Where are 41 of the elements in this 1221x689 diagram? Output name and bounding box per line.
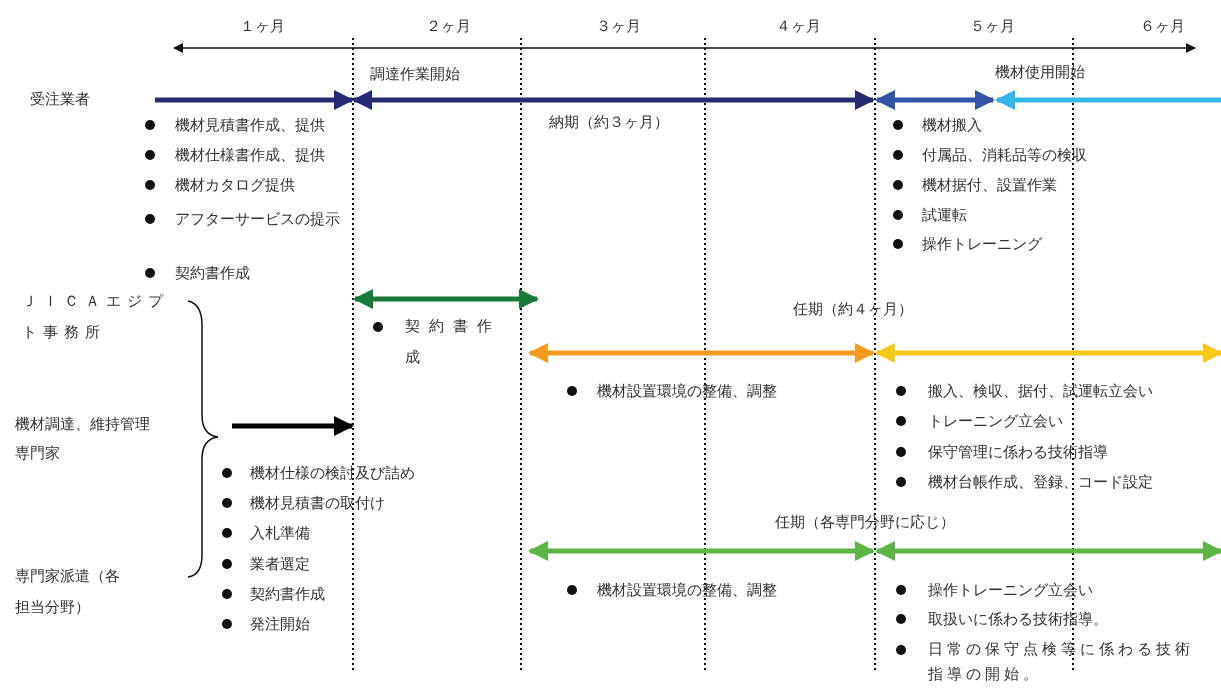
task-item: 契約書作成 [175,263,250,283]
task-item: 日常の保守点検等に係わる技術指導の開始。 [928,639,1195,685]
task-item: 搬入、検収、据付、試運転立会い [928,381,1153,401]
task-item: 機材設置環境の整備、調整 [597,580,777,600]
task-item: 業者選定 [250,554,310,574]
timeline-note: 納期（約３ヶ月） [549,112,669,132]
task-item: トレーニング立会い [928,411,1063,431]
task-item: 入札準備 [250,523,310,543]
task-item: 機材見積書の取付け [250,493,385,513]
role-label: 受注業者 [30,89,90,109]
timeline-note: 調達作業開始 [370,64,460,84]
task-item: 操作トレーニング [922,234,1042,254]
task-item: 付属品、消耗品等の検収 [922,145,1087,165]
task-item: 機材据付、設置作業 [922,175,1057,195]
month-label: ３ヶ月 [596,16,641,36]
task-item: 機材搬入 [922,115,982,135]
role-label: ＪＩＣＡエジプト事務所 [22,291,170,343]
role-label: 専門家派遣（各担当分野） [15,566,121,618]
task-item: 保守管理に係わる技術指導 [928,442,1108,462]
timeline-note: 任期（各専門分野に応じ） [775,512,955,532]
task-item: 試運転 [922,205,967,225]
task-item: 機材仕様書作成、提供 [175,145,325,165]
task-item: 機材カタログ提供 [175,175,295,195]
task-item: 契約書作成 [250,584,325,604]
task-item: 契約書作成 [405,316,502,368]
task-item: 取扱いに係わる技術指導。 [928,609,1108,629]
task-item: 操作トレーニング立会い [928,580,1093,600]
month-label: ５ヶ月 [970,16,1015,36]
month-label: ４ヶ月 [776,16,821,36]
task-item: 機材仕様の検討及び詰め [250,463,415,483]
month-label: ２ヶ月 [426,16,471,36]
month-label: １ヶ月 [240,16,285,36]
timeline-note: 任期（約４ヶ月） [793,299,913,319]
task-item: 機材見積書作成、提供 [175,115,325,135]
task-item: 発注開始 [250,614,310,634]
task-item: 機材台帳作成、登録、コード設定 [928,472,1153,492]
task-item: アフターサービスの提示 [175,209,341,230]
month-label: ６ヶ月 [1140,16,1185,36]
timeline-note: 機材使用開始 [995,62,1085,82]
task-item: 機材設置環境の整備、調整 [597,381,777,401]
role-label: 機材調達、維持管理専門家 [15,414,151,464]
